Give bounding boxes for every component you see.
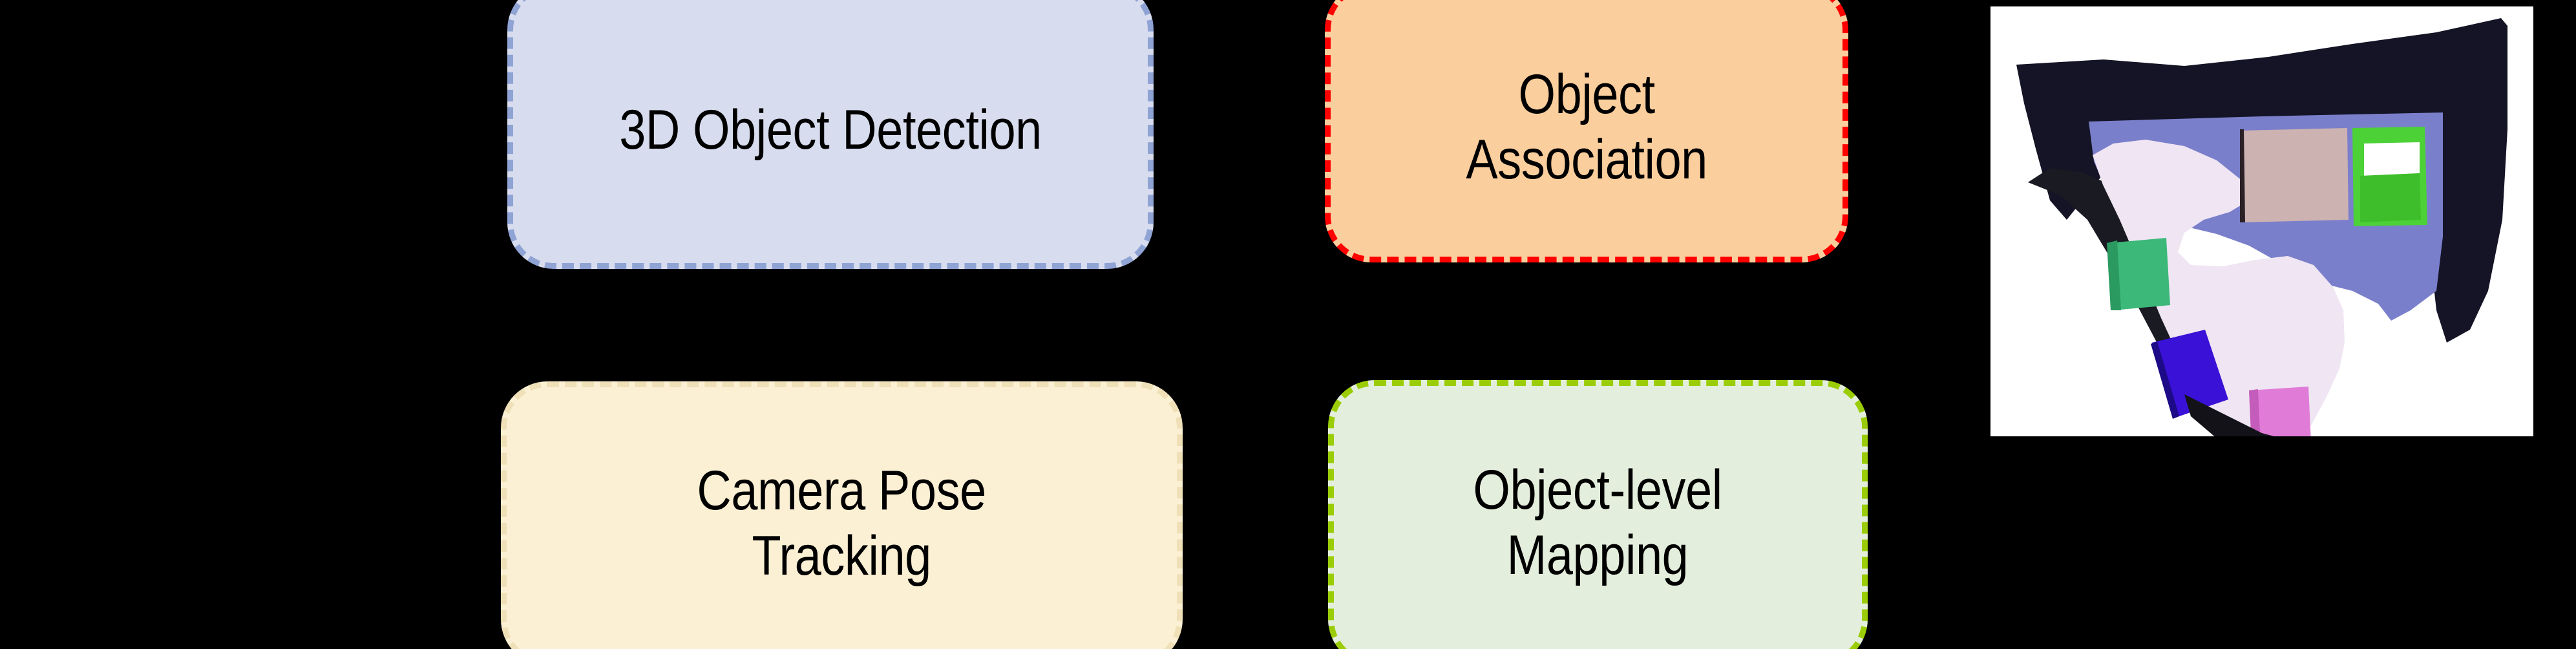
node-label: Camera Pose Tracking — [697, 459, 987, 587]
3d-room-mesh-graphic — [1990, 6, 2533, 436]
node-label: Object-level Mapping — [1473, 458, 1723, 586]
node-label: Object Association — [1466, 63, 1707, 191]
node-3d-object-detection[interactable]: 3D Object Detection — [507, 0, 1154, 269]
mesh-object-sofa-green-cushion — [2364, 142, 2420, 176]
mesh-object-chair-blue-edge — [2151, 341, 2179, 419]
node-camera-pose-tracking[interactable]: Camera Pose Tracking — [501, 381, 1183, 649]
mesh-object-chair-magenta-dark — [2249, 389, 2261, 436]
mesh-object-chair-green — [2108, 238, 2170, 310]
node-object-level-mapping[interactable]: Object-level Mapping — [1328, 380, 1868, 649]
mesh-floor-fringe — [2184, 394, 2274, 436]
mesh-object-chair-magenta — [2249, 387, 2311, 436]
mesh-object-bed-shadow — [2240, 129, 2245, 222]
mesh-floor — [2093, 140, 2345, 436]
mesh-walls-ceiling — [2016, 18, 2507, 343]
mesh-object-bed — [2241, 128, 2349, 222]
node-label: 3D Object Detection — [619, 99, 1042, 162]
mesh-object-chair-green-dark — [2107, 240, 2121, 310]
3d-reconstruction-preview — [1990, 6, 2533, 436]
node-object-association[interactable]: Object Association — [1325, 0, 1848, 262]
mesh-object-sofa-green-seat — [2360, 173, 2421, 222]
